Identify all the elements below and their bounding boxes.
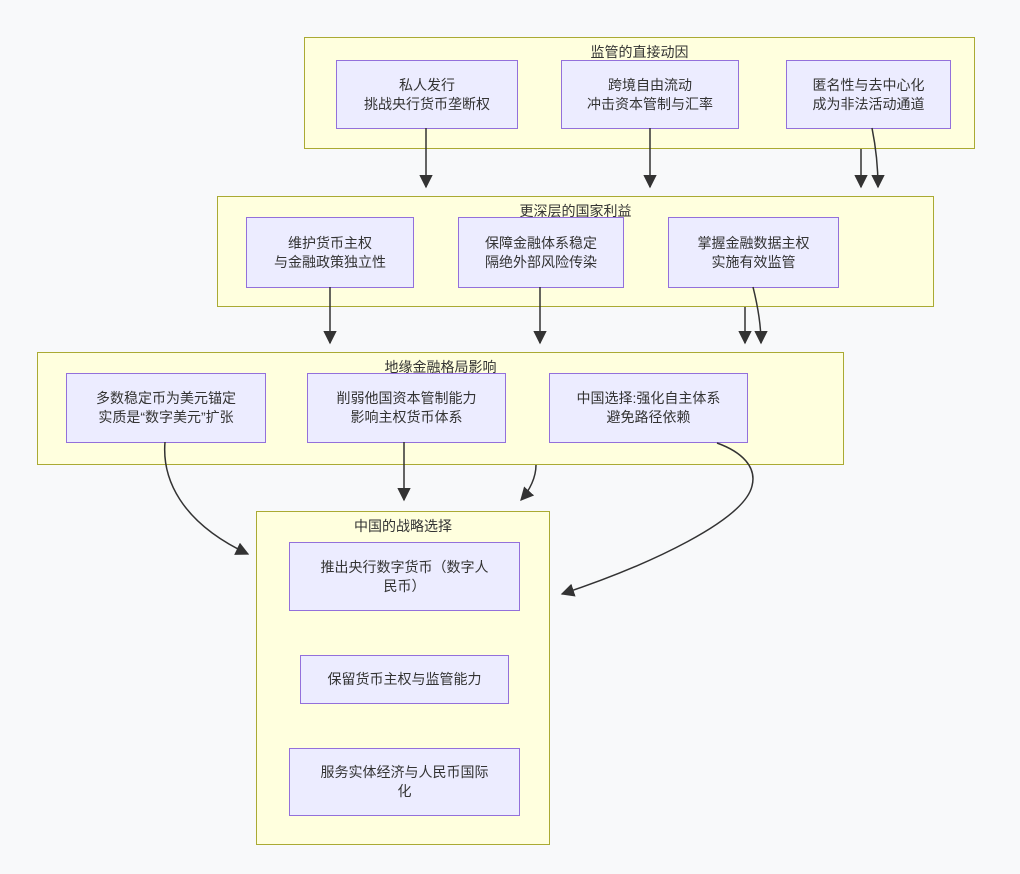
node-label-line: 服务实体经济与人民币国际	[320, 764, 489, 780]
node-label-line: 保障金融体系稳定	[485, 234, 597, 251]
node-label-line: 实施有效监管	[711, 253, 796, 270]
node-serve-real-economy: 服务实体经济与人民币国际 化	[289, 748, 520, 816]
node-label-line: 削弱他国资本管制能力	[336, 390, 477, 406]
edge-group3-to-group4	[520, 464, 537, 502]
node-monetary-sovereignty: 维护货币主权 与金融政策独立性	[246, 217, 414, 288]
node-weaken-capital-controls: 削弱他国资本管制能力 影响主权货币体系	[307, 373, 506, 443]
node-label-line: 维护货币主权	[288, 234, 372, 251]
node-label-line: 与金融政策独立性	[274, 253, 386, 270]
node-label-line: 掌握金融数据主权	[697, 234, 810, 251]
node-label-line: 避免路径依赖	[606, 409, 691, 425]
node-label-line: 挑战央行货币垄断权	[364, 95, 490, 112]
node-label-line: 多数稳定币为美元锚定	[96, 390, 236, 406]
node-label-line: 私人发行	[399, 76, 455, 93]
group-title: 监管的直接动因	[590, 44, 689, 60]
node-china-choice-autonomy: 中国选择:强化自主体系 避免路径依赖	[549, 373, 748, 443]
node-label-line: 推出央行数字货币（数字人	[320, 558, 489, 575]
group-direct-regulatory-motives: 监管的直接动因 私人发行 挑战央行货币垄断权 跨境自由流动 冲击资本管制与汇率 …	[304, 37, 975, 149]
node-label-line: 隔绝外部风险传染	[485, 253, 597, 270]
node-label-line: 成为非法活动通道	[812, 95, 925, 112]
node-label-line: 跨境自由流动	[608, 76, 692, 93]
group-title: 更深层的国家利益	[519, 203, 632, 219]
node-label-line: 保留货币主权与监管能力	[327, 671, 482, 687]
node-label-line: 冲击资本管制与汇率	[587, 95, 713, 112]
node-label-line: 影响主权货币体系	[350, 409, 463, 425]
group-china-strategic-choice: 中国的战略选择 推出央行数字货币（数字人 民币） 保留货币主权与监管能力 服务实…	[256, 511, 550, 845]
node-private-issuance: 私人发行 挑战央行货币垄断权	[336, 60, 518, 129]
node-financial-stability: 保障金融体系稳定 隔绝外部风险传染	[458, 217, 624, 288]
node-label-line: 化	[397, 783, 412, 799]
node-anonymity-decentralization: 匿名性与去中心化 成为非法活动通道	[786, 60, 951, 129]
node-label-line: 实质是“数字美元”扩张	[98, 409, 234, 425]
node-label-line: 中国选择:强化自主体系	[576, 390, 721, 406]
group-title: 中国的战略选择	[354, 518, 452, 534]
group-geofinancial-impact: 地缘金融格局影响 多数稳定币为美元锚定 实质是“数字美元”扩张 削弱他国资本管制…	[37, 352, 844, 465]
group-deeper-national-interests: 更深层的国家利益 维护货币主权 与金融政策独立性 保障金融体系稳定 隔绝外部风险…	[217, 196, 934, 307]
node-cross-border-flow: 跨境自由流动 冲击资本管制与汇率	[561, 60, 739, 129]
group-title: 地缘金融格局影响	[384, 359, 497, 375]
edge-c3-to-group4	[560, 442, 754, 597]
node-label-line: 民币）	[383, 577, 426, 594]
node-financial-data-sovereignty: 掌握金融数据主权 实施有效监管	[668, 217, 839, 288]
node-retain-sovereignty-regulation: 保留货币主权与监管能力	[300, 655, 509, 704]
node-dollar-anchored-stablecoins: 多数稳定币为美元锚定 实质是“数字美元”扩张	[66, 373, 266, 443]
node-label-line: 匿名性与去中心化	[812, 76, 925, 93]
node-cbdc-digital-rmb: 推出央行数字货币（数字人 民币）	[289, 542, 520, 611]
